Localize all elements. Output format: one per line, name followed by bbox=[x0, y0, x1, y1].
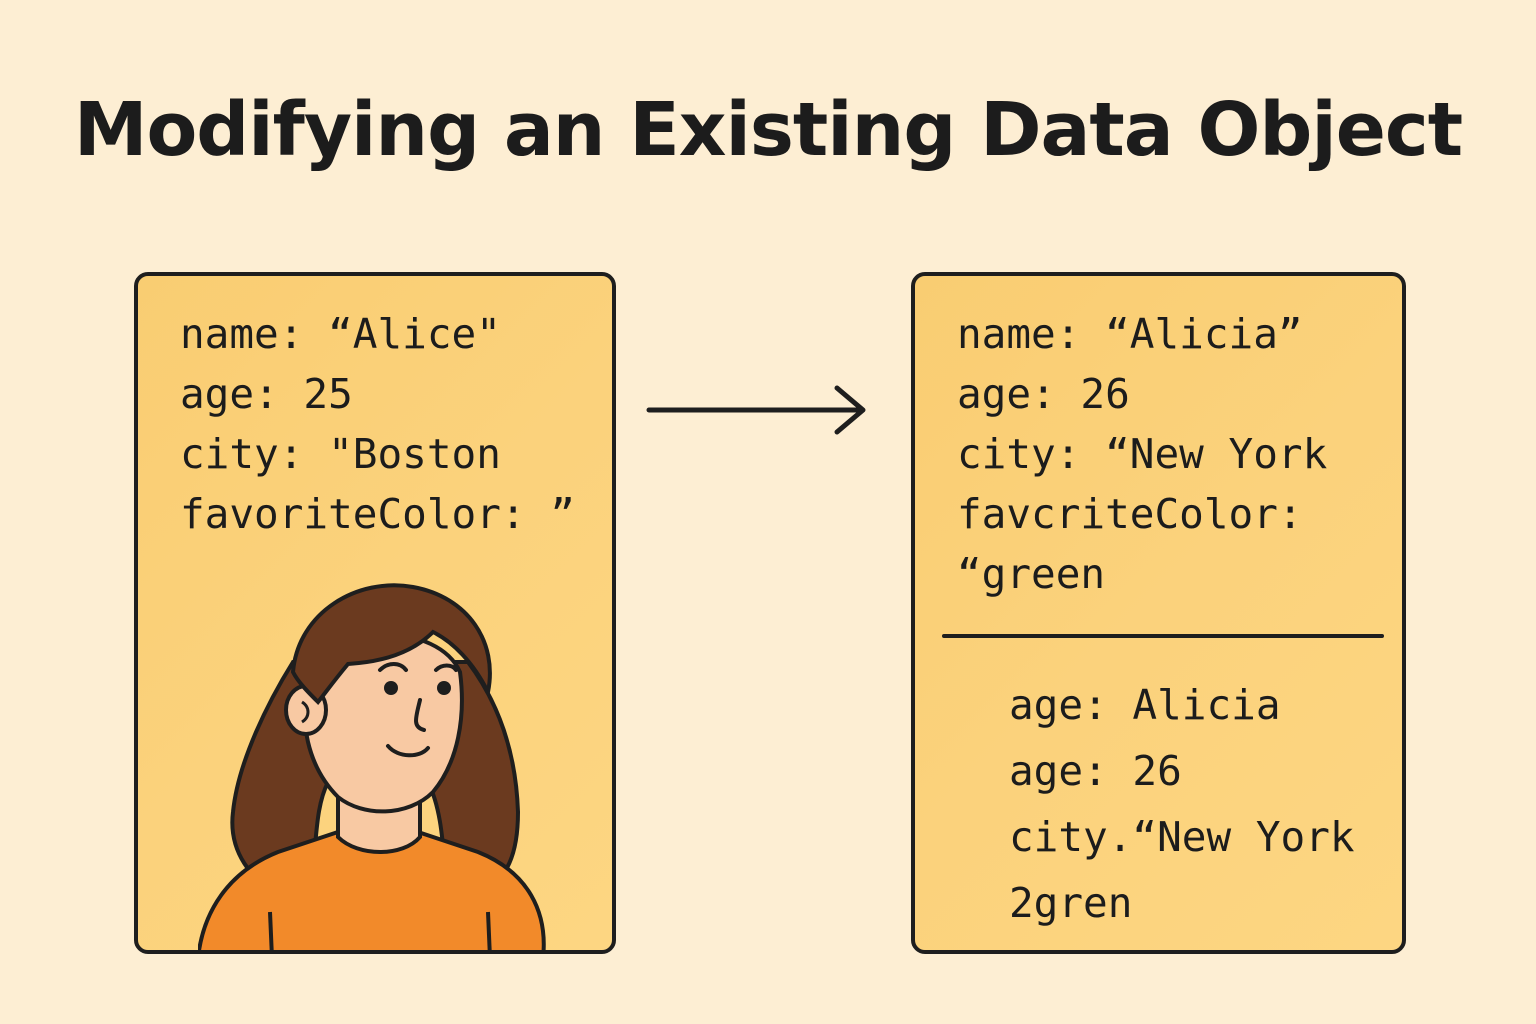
summary-line: age: Alicia bbox=[1009, 681, 1281, 729]
modified-object-card: name: “Alicia” age: 26 city: “New York favc… bbox=[911, 272, 1406, 954]
field-favorite-color: favoriteColor: ” bbox=[180, 490, 575, 538]
field-age: age: 25 bbox=[180, 370, 353, 418]
summary-line: city.“New York bbox=[1009, 813, 1355, 861]
field-city: city: “New York bbox=[957, 430, 1328, 478]
field-favorite-color: favcriteColor: bbox=[957, 490, 1303, 538]
summary-line: 2gren bbox=[1009, 879, 1133, 927]
field-name: name: “Alice" bbox=[180, 310, 501, 358]
field-age: age: 26 bbox=[957, 370, 1130, 418]
left-eye bbox=[384, 681, 398, 695]
nose bbox=[414, 698, 426, 732]
field-name: name: “Alicia” bbox=[957, 310, 1303, 358]
field-city: city: "Boston bbox=[180, 430, 501, 478]
original-object-card: name: “Alice" age: 25 city: "Boston favorit… bbox=[134, 272, 616, 954]
hair-bangs bbox=[290, 583, 492, 705]
page-title: Modifying an Existing Data Object bbox=[73, 87, 1463, 173]
right-eye bbox=[437, 681, 451, 695]
modified-object-summary: age: Alicia age: 26 city.“New York 2gren bbox=[1009, 672, 1355, 936]
summary-line: age: 26 bbox=[1009, 747, 1182, 795]
modified-object-fields: name: “Alicia” age: 26 city: “New York favc… bbox=[957, 304, 1327, 604]
mouth bbox=[386, 744, 430, 758]
transform-arrow-icon bbox=[646, 385, 866, 435]
field-favorite-color-value: “green bbox=[957, 550, 1106, 598]
original-object-fields: name: “Alice" age: 25 city: "Boston favorit… bbox=[180, 304, 575, 544]
divider bbox=[942, 634, 1384, 638]
person-avatar-illustration bbox=[198, 583, 546, 950]
